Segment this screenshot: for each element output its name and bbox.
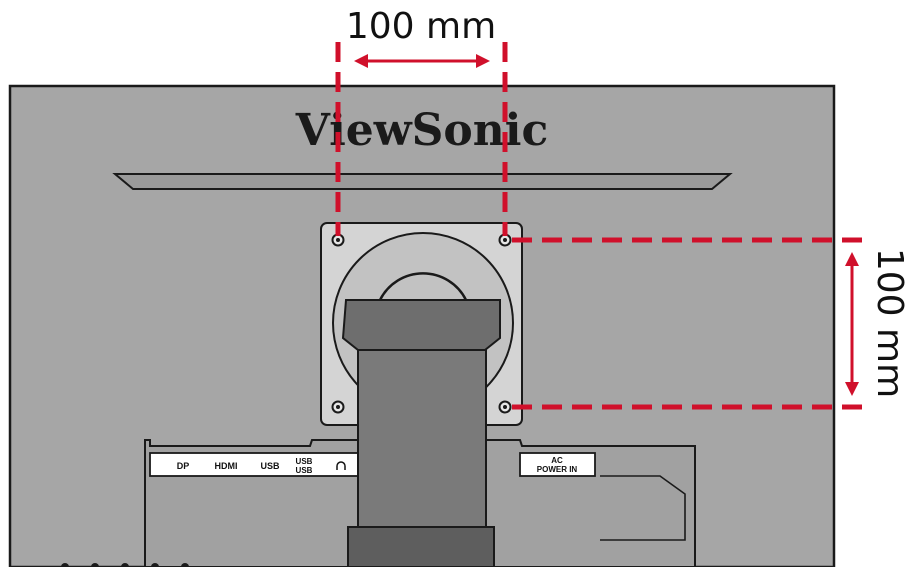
port-label-ac: AC	[551, 456, 563, 465]
horizontal-dimension-label: 100 mm	[346, 6, 496, 47]
stand-hinge-arc	[378, 272, 468, 301]
port-label-usb: USB	[260, 461, 280, 471]
stand-base-block	[347, 526, 495, 567]
vertical-dimension-arrow	[845, 252, 859, 396]
port-panel-right	[519, 452, 596, 477]
vent-strip	[112, 173, 733, 190]
dimension-guides	[335, 42, 870, 410]
port-label-hdmi: HDMI	[215, 461, 238, 471]
port-label-power-in: POWER IN	[537, 465, 578, 474]
vertical-dimension-label: 100 mm	[869, 248, 910, 398]
control-buttons	[61, 563, 189, 567]
headphone-icon	[336, 461, 346, 470]
brand-logo: ViewSonic	[295, 105, 549, 156]
screw-hole-icon	[498, 400, 512, 414]
port-label-usb-stack-top: USB	[296, 457, 313, 466]
port-label-usb-stack-bottom: USB	[296, 466, 313, 475]
horizontal-dimension-arrow	[354, 54, 490, 68]
screw-hole-icon	[331, 233, 345, 247]
screw-hole-icon	[331, 400, 345, 414]
stand-neck	[341, 299, 501, 351]
port-label-dp: DP	[177, 461, 190, 471]
screw-hole-icon	[498, 233, 512, 247]
port-housing-detail	[600, 475, 686, 541]
